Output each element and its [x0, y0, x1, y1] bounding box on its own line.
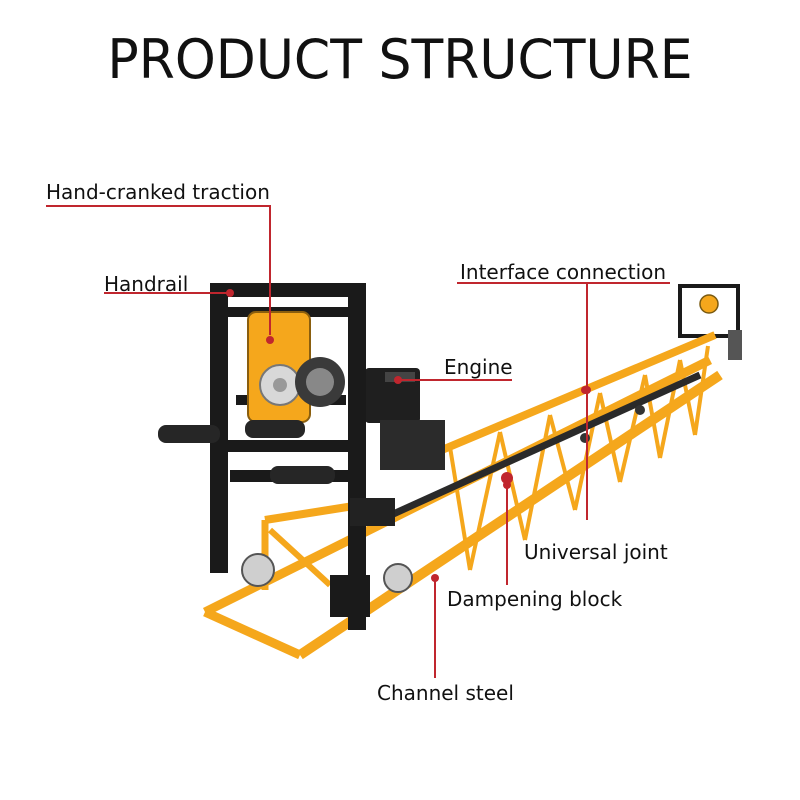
label-universal-joint: Universal joint	[524, 540, 668, 564]
label-engine: Engine	[444, 355, 513, 379]
label-channel-steel: Channel steel	[377, 681, 514, 705]
label-handrail: Handrail	[104, 272, 189, 296]
label-hand-cranked-traction: Hand-cranked traction	[46, 180, 270, 204]
base-pulleys	[241, 498, 413, 617]
leader-lines	[46, 205, 670, 678]
handle-grips	[158, 420, 335, 484]
page-title: PRODUCT STRUCTURE	[107, 28, 693, 92]
leader-dots	[226, 289, 591, 582]
engine	[365, 368, 445, 470]
label-dampening-block: Dampening block	[447, 587, 623, 611]
label-interface-connection: Interface connection	[460, 260, 667, 284]
hand-crank-winch	[247, 311, 345, 423]
